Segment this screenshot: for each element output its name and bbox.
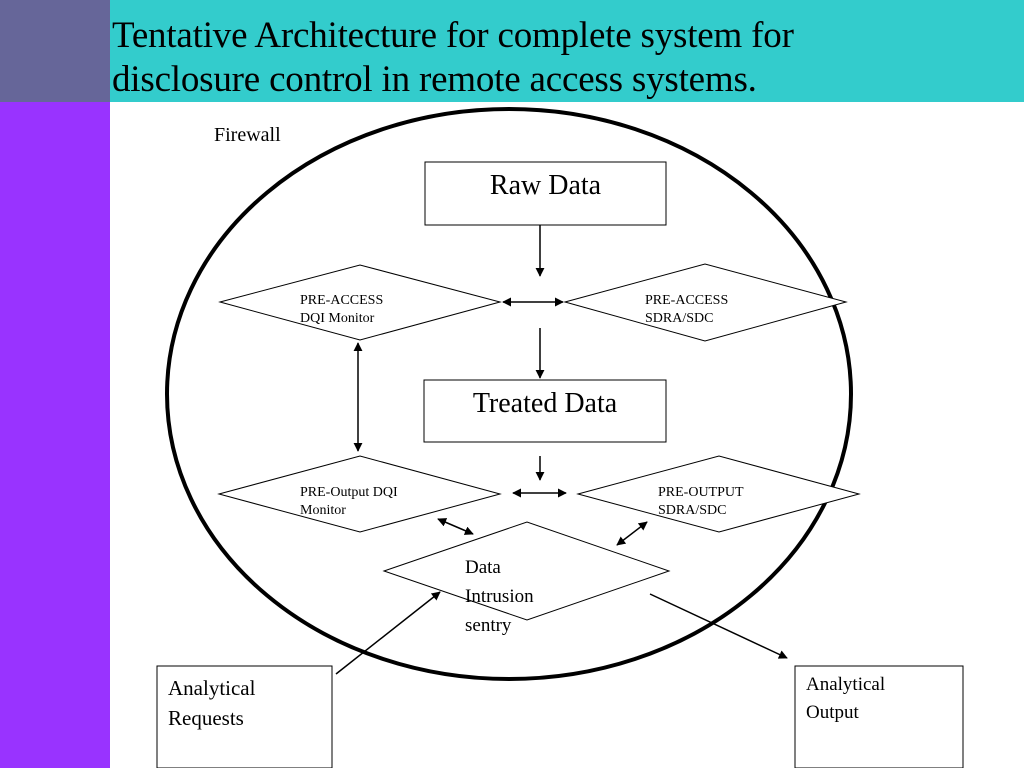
intrusion-sentry-diamond	[382, 521, 671, 621]
side-bar	[0, 102, 110, 768]
slide-title-line-1: Tentative Architecture for complete syst…	[112, 15, 794, 56]
pre-output-dqi-diamond	[217, 455, 502, 533]
treated-data-label: Treated Data	[472, 388, 618, 419]
pre-access-sdra-label: PRE-ACCESS SDRA/SDC	[645, 292, 728, 328]
pre-output-sdra-line-2: SDRA/SDC	[658, 503, 727, 518]
analytical-requests-line-1: Analytical	[168, 676, 256, 700]
analytical-output-line-2: Output	[806, 702, 859, 723]
pre-access-sdra-diamond	[563, 263, 848, 342]
intrusion-sentry-line-2: Intrusion	[465, 586, 534, 607]
slide-title: Tentative Architecture for complete syst…	[112, 14, 1012, 102]
pre-output-sdra-diamond	[576, 455, 861, 533]
pre-output-sdra-line-1: PRE-OUTPUT	[658, 485, 744, 500]
analytical-requests-label: Analytical Requests	[168, 673, 255, 733]
pre-access-dqi-line-1: PRE-ACCESS	[300, 293, 384, 308]
pre-access-dqi-line-2: DQI Monitor	[300, 311, 375, 326]
arrow-requests-to-sentry	[335, 591, 441, 675]
intrusion-sentry-line-1: Data	[465, 557, 501, 578]
pre-output-dqi-line-2: Monitor	[300, 503, 346, 518]
arrow-dqi-sentry-bidirectional	[437, 518, 474, 535]
arrow-sentry-to-output	[649, 593, 788, 659]
title-bar	[110, 0, 1024, 102]
pre-access-sdra-line-1: PRE-ACCESS	[645, 293, 729, 308]
pre-output-sdra-label: PRE-OUTPUT SDRA/SDC	[658, 484, 744, 520]
pre-access-dqi-diamond	[218, 264, 502, 341]
slide-title-line-2: disclosure control in remote access syst…	[112, 59, 757, 100]
pre-output-dqi-line-1: PRE-Output DQI	[300, 485, 398, 500]
firewall-ellipse	[165, 107, 853, 681]
pre-output-dqi-label: PRE-Output DQI Monitor	[300, 484, 398, 520]
arrow-sdra-sentry-bidirectional	[616, 521, 648, 546]
raw-data-box	[424, 161, 667, 226]
pre-access-dqi-label: PRE-ACCESS DQI Monitor	[300, 292, 383, 328]
pre-access-sdra-line-2: SDRA/SDC	[645, 311, 714, 326]
analytical-output-line-1: Analytical	[806, 674, 886, 695]
treated-data-box	[423, 379, 667, 443]
intrusion-sentry-label: Data Intrusion sentry	[465, 553, 534, 640]
firewall-label: Firewall	[214, 124, 281, 146]
analytical-output-label: Analytical Output	[806, 671, 885, 727]
analytical-requests-box	[156, 665, 333, 768]
corner-block	[0, 0, 110, 102]
raw-data-label: Raw Data	[489, 170, 602, 201]
analytical-output-box	[794, 665, 964, 768]
intrusion-sentry-line-3: sentry	[465, 615, 512, 636]
analytical-requests-line-2: Requests	[168, 706, 244, 730]
